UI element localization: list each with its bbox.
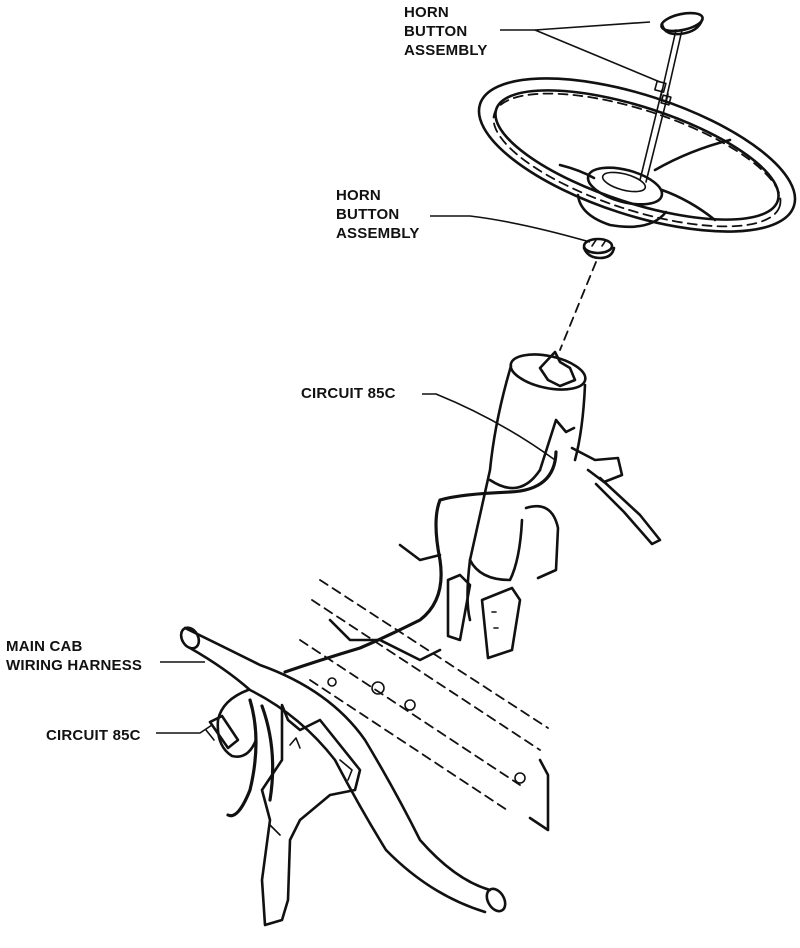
wire-circuit-85c (283, 450, 558, 674)
horn-button-cap (659, 11, 704, 101)
label-main-cab-harness-line2: WIRING HARNESS (6, 657, 142, 674)
label-main-cab-harness-line1: MAIN CAB (6, 638, 83, 655)
label-horn-button-mid-line2: BUTTON (336, 206, 399, 223)
label-circuit-85c-upper: CIRCUIT 85C (301, 385, 396, 402)
label-horn-button-top-line1: HORN (404, 4, 449, 21)
horn-contact-ring (582, 237, 616, 260)
label-horn-button-mid-line1: HORN (336, 187, 381, 204)
label-main-cab-harness: MAIN CAB WIRING HARNESS (6, 638, 142, 674)
connector-85c-lower (205, 688, 275, 818)
leader-horn-top-b (534, 29, 661, 83)
leader-horn-mid (430, 215, 591, 243)
panel-support (299, 543, 550, 832)
label-horn-button-top-line2: BUTTON (404, 23, 467, 40)
steering-column (446, 350, 662, 660)
label-circuit-85c-lower: CIRCUIT 85C (46, 727, 141, 744)
leader-lines (156, 21, 661, 734)
lower-mounting-bracket (260, 703, 362, 927)
label-horn-button-mid: HORN BUTTON ASSEMBLY (336, 187, 420, 242)
steering-wheel (477, 77, 797, 233)
leader-circuit-lower (156, 724, 213, 734)
leader-circuit-upper (422, 393, 556, 461)
shaft-centerline (559, 261, 597, 351)
leader-horn-top-a (500, 21, 651, 31)
label-horn-button-mid-line3: ASSEMBLY (336, 225, 420, 242)
label-horn-button-top-line3: ASSEMBLY (404, 42, 488, 59)
label-horn-button-top: HORN BUTTON ASSEMBLY (404, 4, 488, 59)
main-cab-harness (179, 626, 507, 914)
